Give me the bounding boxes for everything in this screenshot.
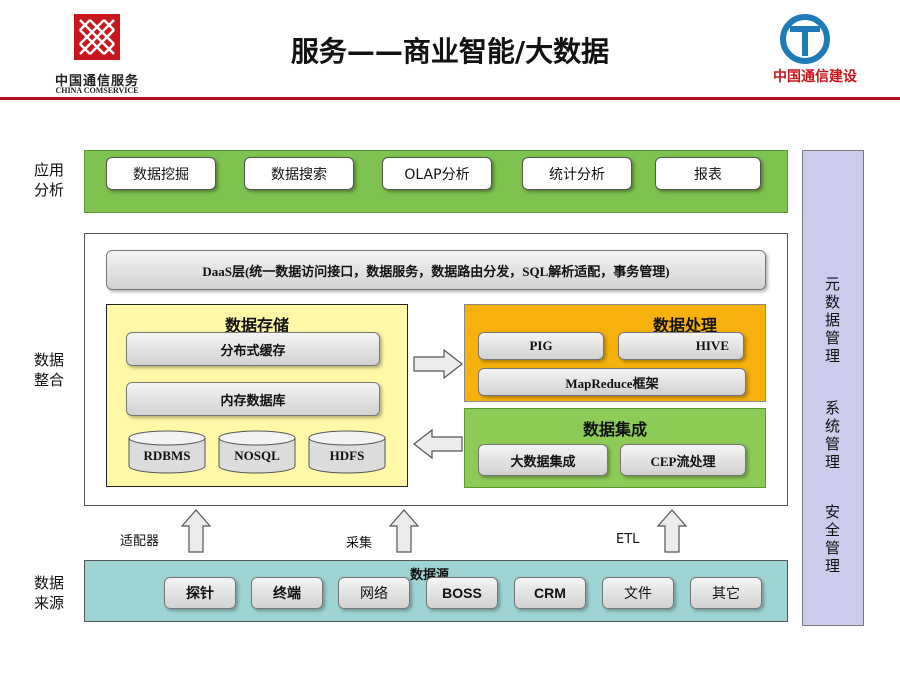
header-divider bbox=[0, 97, 900, 100]
china-comservice-logo-icon bbox=[74, 14, 120, 60]
page-title: 服务——商业智能/大数据 bbox=[290, 35, 610, 68]
arrow-up-etl bbox=[656, 508, 688, 554]
label-app-analysis: 应用 分析 bbox=[34, 161, 65, 199]
arrow-up-icon bbox=[388, 509, 420, 553]
arrow-right-to-processing bbox=[412, 348, 464, 380]
arrow-up-adapter bbox=[180, 508, 212, 554]
database-cylinder-icon bbox=[128, 430, 206, 474]
arrow-up-icon bbox=[180, 509, 212, 553]
app-item-data-mining[interactable]: 数据挖掘 bbox=[106, 157, 216, 190]
source-item-probe[interactable]: 探针 bbox=[164, 577, 236, 609]
processing-panel-title: 数据处理 bbox=[652, 316, 717, 335]
arrow-up-icon bbox=[656, 509, 688, 553]
source-item-boss[interactable]: BOSS bbox=[426, 577, 498, 609]
meta-data-management: 元数据管理 bbox=[823, 276, 841, 366]
system-management: 系统管理 bbox=[823, 400, 841, 472]
database-cylinder-icon bbox=[308, 430, 386, 474]
label-collect: 采集 bbox=[346, 536, 373, 551]
distributed-cache[interactable]: 分布式缓存 bbox=[126, 332, 380, 366]
arrow-up-collect bbox=[388, 508, 420, 554]
bigdata-integration[interactable]: 大数据集成 bbox=[478, 444, 608, 476]
hive-module[interactable]: HIVE bbox=[618, 332, 744, 360]
app-item-report[interactable]: 报表 bbox=[655, 157, 761, 190]
database-cylinder-icon bbox=[218, 430, 296, 474]
management-column bbox=[802, 150, 864, 626]
source-item-terminal[interactable]: 终端 bbox=[251, 577, 323, 609]
logo-left-text: 中国通信服务 bbox=[54, 74, 139, 89]
db-cylinder-hdfs[interactable]: HDFS bbox=[308, 430, 386, 474]
label-etl: ETL bbox=[616, 532, 640, 547]
label-data-integration: 数据 整合 bbox=[34, 351, 65, 389]
cep-stream-processing[interactable]: CEP流处理 bbox=[620, 444, 746, 476]
security-management: 安全管理 bbox=[823, 504, 841, 576]
storage-panel-title: 数据存储 bbox=[224, 316, 289, 335]
label-adapter: 适配器 bbox=[120, 534, 160, 549]
mapreduce-framework[interactable]: MapReduce框架 bbox=[478, 368, 746, 396]
label-data-source: 数据 来源 bbox=[34, 574, 65, 612]
logo-left bbox=[74, 14, 120, 60]
source-item-network[interactable]: 网络 bbox=[338, 577, 410, 609]
in-memory-db[interactable]: 内存数据库 bbox=[126, 382, 380, 416]
logo-right bbox=[778, 14, 832, 64]
source-item-file[interactable]: 文件 bbox=[602, 577, 674, 609]
pig-module[interactable]: PIG bbox=[478, 332, 604, 360]
arrow-right-icon bbox=[413, 348, 463, 380]
db-cylinder-nosql[interactable]: NOSQL bbox=[218, 430, 296, 474]
source-item-crm[interactable]: CRM bbox=[514, 577, 586, 609]
logo-right-text: 中国通信建设 bbox=[773, 69, 857, 85]
logo-left-subtext: CHINA COMSERVICE bbox=[55, 86, 139, 95]
arrow-left-icon bbox=[413, 428, 463, 460]
arrow-left-from-collection bbox=[412, 428, 464, 460]
app-item-data-search[interactable]: 数据搜索 bbox=[244, 157, 354, 190]
app-item-olap[interactable]: OLAP分析 bbox=[382, 157, 492, 190]
china-construction-logo-icon bbox=[780, 14, 830, 64]
collection-panel-title: 数据集成 bbox=[582, 420, 647, 439]
source-item-other[interactable]: 其它 bbox=[690, 577, 762, 609]
db-cylinder-rdbms[interactable]: RDBMS bbox=[128, 430, 206, 474]
daas-layer[interactable]: DaaS层(统一数据访问接口，数据服务，数据路由分发，SQL解析适配，事务管理) bbox=[106, 250, 766, 290]
app-item-statistics[interactable]: 统计分析 bbox=[522, 157, 632, 190]
